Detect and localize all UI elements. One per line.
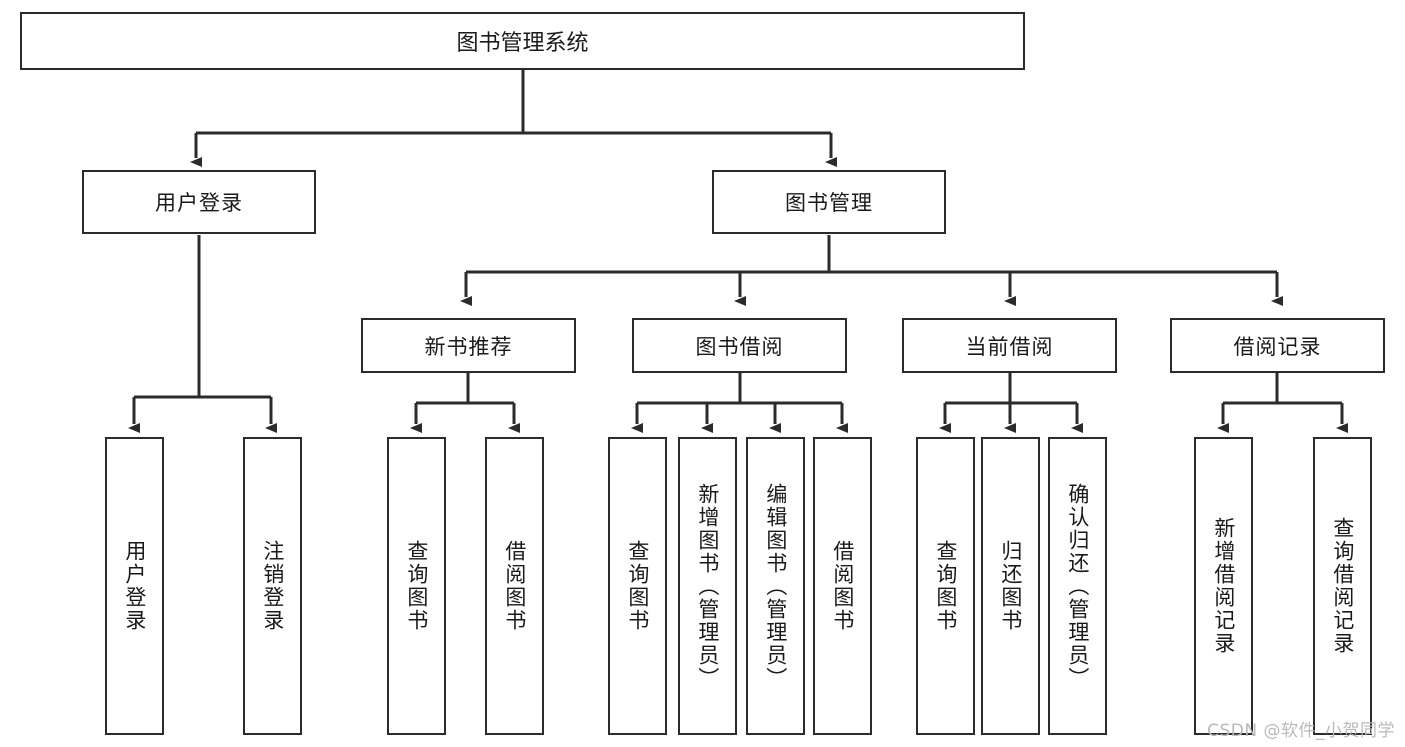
node-label: 图书借阅 <box>695 334 784 359</box>
node-label: 图书管理 <box>785 191 873 215</box>
leaf-borrow-edit-book-admin[interactable]: 编辑图书（管理员） <box>746 437 805 735</box>
node-label: 借阅记录 <box>1233 334 1322 359</box>
leaf-borrow-query-book[interactable]: 查询图书 <box>608 437 667 735</box>
node-label: 归还图书 <box>998 540 1023 632</box>
node-label: 编辑图书（管理员） <box>763 482 788 690</box>
node-label: 用户登录 <box>122 540 147 632</box>
node-label: 查询图书 <box>404 540 429 632</box>
node-label: 查询借阅记录 <box>1330 517 1355 655</box>
node-label: 借阅图书 <box>502 540 527 632</box>
leaf-current-return-book[interactable]: 归还图书 <box>981 437 1040 735</box>
node-label: 图书管理系统 <box>456 31 589 56</box>
node-label: 查询图书 <box>625 540 650 632</box>
node-book-management[interactable]: 图书管理 <box>712 170 946 234</box>
node-label: 查询图书 <box>933 540 958 632</box>
leaf-newbook-query-book[interactable]: 查询图书 <box>387 437 446 735</box>
leaf-record-add-record[interactable]: 新增借阅记录 <box>1194 437 1253 735</box>
node-borrow-record[interactable]: 借阅记录 <box>1170 318 1385 373</box>
leaf-borrow-borrow-book[interactable]: 借阅图书 <box>813 437 872 735</box>
node-label: 新书推荐 <box>424 334 513 359</box>
watermark-text: CSDN @软件_小贺同学 <box>1207 721 1395 741</box>
leaf-user-login[interactable]: 用户登录 <box>105 437 164 735</box>
leaf-borrow-add-book-admin[interactable]: 新增图书（管理员） <box>678 437 737 735</box>
node-label: 新增图书（管理员） <box>695 482 720 690</box>
leaf-record-query-record[interactable]: 查询借阅记录 <box>1313 437 1372 735</box>
node-root-system[interactable]: 图书管理系统 <box>20 12 1025 70</box>
node-new-book-recommend[interactable]: 新书推荐 <box>361 318 576 373</box>
node-label: 用户登录 <box>155 191 243 215</box>
leaf-newbook-borrow-book[interactable]: 借阅图书 <box>485 437 544 735</box>
node-label: 注销登录 <box>260 540 285 632</box>
node-user-login[interactable]: 用户登录 <box>82 170 316 234</box>
leaf-current-query-book[interactable]: 查询图书 <box>916 437 975 735</box>
node-label: 当前借阅 <box>965 334 1054 359</box>
leaf-user-logout[interactable]: 注销登录 <box>243 437 302 735</box>
node-current-borrow[interactable]: 当前借阅 <box>902 318 1117 373</box>
node-label: 借阅图书 <box>830 540 855 632</box>
leaf-current-confirm-return-admin[interactable]: 确认归还（管理员） <box>1048 437 1107 735</box>
node-label: 确认归还（管理员） <box>1065 482 1090 690</box>
node-label: 新增借阅记录 <box>1211 517 1236 655</box>
node-book-borrow[interactable]: 图书借阅 <box>632 318 847 373</box>
